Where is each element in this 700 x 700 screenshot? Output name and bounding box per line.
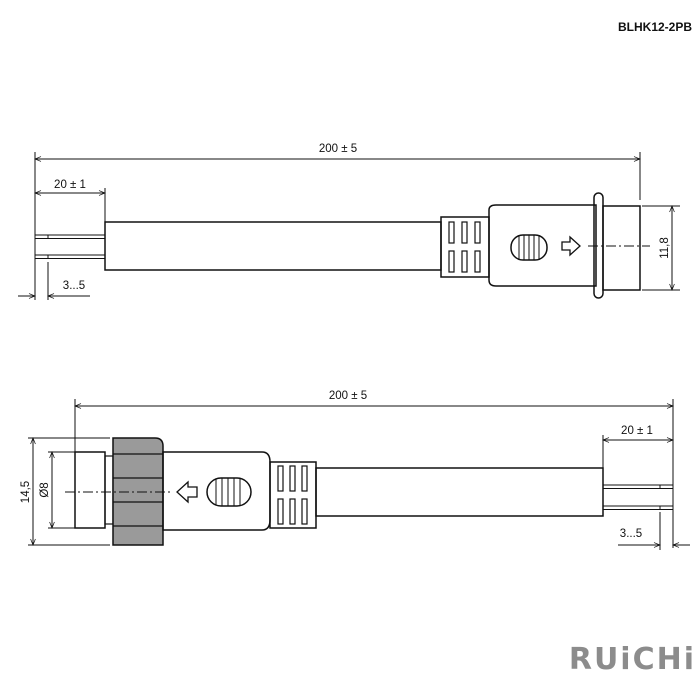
bottom-strip-label: 20 ± 1: [621, 425, 653, 437]
nut-height-label: 14,5: [20, 481, 32, 503]
bottom-view: [28, 399, 690, 550]
slider-knob: [206, 477, 252, 507]
ruichi-logo: RUiCHi: [568, 642, 696, 677]
ribbed-collar: [440, 216, 490, 278]
arrow-left-icon: [176, 480, 198, 504]
bottom-length-label: 200 ± 5: [329, 390, 367, 402]
top-tin-label: 3...5: [63, 280, 85, 292]
front-lens: [74, 451, 106, 529]
diameter-label: Ø8: [39, 482, 51, 497]
cable: [104, 221, 442, 271]
arrow-right-icon: [561, 235, 581, 257]
cable: [315, 467, 604, 517]
ribbed-collar: [269, 461, 317, 529]
part-number-title: BLHK12-2PB: [617, 20, 692, 34]
front-bezel: [602, 205, 641, 291]
wire: [602, 505, 674, 510]
top-strip-label: 20 ± 1: [54, 179, 86, 191]
switch-body: [488, 204, 597, 287]
bottom-tin-label: 3...5: [620, 528, 642, 540]
top-view: [18, 152, 680, 300]
wire: [34, 254, 106, 259]
wire: [34, 234, 106, 239]
wire: [602, 484, 674, 489]
top-length-label: 200 ± 5: [319, 143, 357, 155]
top-height-label: 11,8: [659, 237, 671, 259]
